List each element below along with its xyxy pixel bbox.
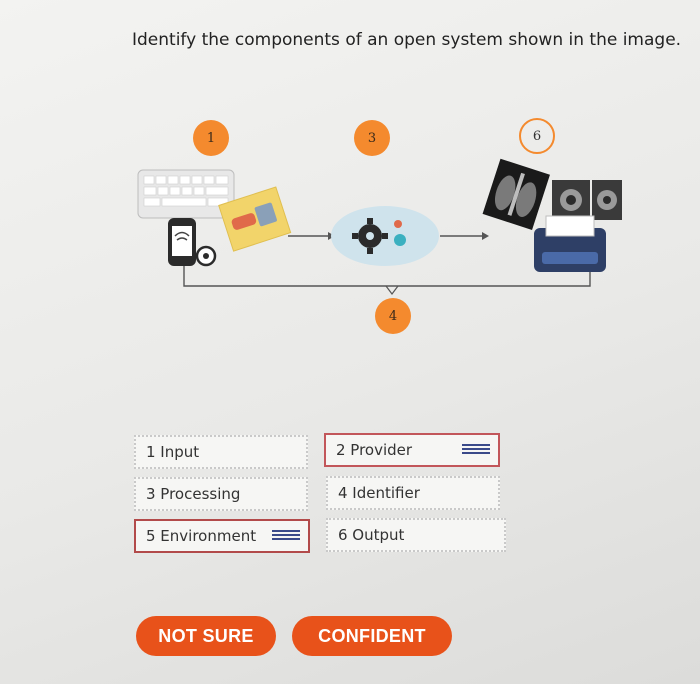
chip-label: 4 Identifier [338, 484, 420, 502]
diagram-svg [137, 158, 622, 295]
chip-label: 5 Environment [146, 527, 257, 545]
answer-chip-environment[interactable]: 5 Environment [134, 519, 310, 553]
chip-label: 2 Provider [336, 441, 413, 459]
question-text: Identify the components of an open syste… [132, 30, 682, 50]
not-sure-button[interactable]: NOT SURE [136, 616, 276, 656]
badge-processing: 3 [354, 120, 390, 156]
answer-chip-identifier[interactable]: 4 Identifier [326, 476, 500, 510]
badge-environment: 4 [375, 298, 411, 334]
confident-button[interactable]: CONFIDENT [292, 616, 452, 656]
phone-stethoscope-icon [168, 218, 217, 267]
x-ray-icon [482, 158, 550, 230]
diagram [130, 110, 640, 330]
gears-icon [331, 206, 439, 266]
speaker-icon [552, 180, 622, 220]
answer-chip-provider[interactable]: 2 Provider [324, 433, 500, 467]
badge-input: 1 [193, 120, 229, 156]
chip-label: 6 Output [338, 526, 405, 544]
answer-chip-input[interactable]: 1 Input [134, 435, 308, 469]
keyboard-icon [137, 169, 235, 219]
badge-output: 6 [519, 118, 555, 154]
answer-chip-output[interactable]: 6 Output [326, 518, 506, 552]
hand-card-icon [218, 186, 292, 252]
printer-icon [534, 215, 606, 272]
chip-label: 3 Processing [146, 485, 241, 503]
chip-label: 1 Input [146, 443, 200, 461]
drag-handle-icon[interactable] [272, 530, 300, 542]
answer-chip-processing[interactable]: 3 Processing [134, 477, 308, 511]
drag-handle-icon[interactable] [462, 444, 490, 456]
